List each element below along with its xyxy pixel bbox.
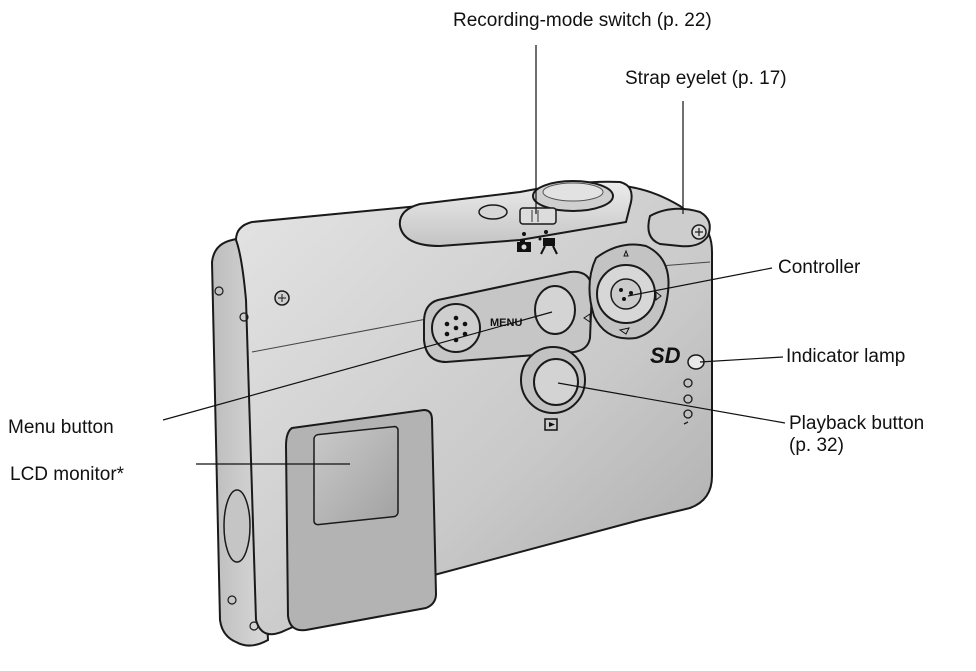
leader-line-menu [162, 311, 553, 421]
label-menu-button: Menu button [8, 417, 114, 438]
label-indicator-lamp: Indicator lamp [786, 346, 906, 367]
movie-camera-icon [538, 237, 558, 255]
playback-button [533, 358, 579, 406]
right-arrow-icon [655, 290, 662, 302]
vent-hole [683, 394, 693, 404]
leader-line-playback [557, 382, 786, 424]
label-playback-line1: Playback button [789, 413, 925, 434]
left-arrow-icon [583, 313, 591, 323]
label-recording-mode-switch: Recording-mode switch (p. 22) [453, 10, 712, 31]
label-strap-eyelet: Strap eyelet (p. 17) [625, 68, 787, 89]
vent-hole [683, 409, 693, 419]
label-controller: Controller [778, 257, 861, 278]
up-arrow-icon [623, 249, 629, 257]
sd-logo: SD [650, 343, 681, 368]
label-playback-line2: (p. 32) [789, 435, 844, 456]
leader-line-indicator [699, 356, 784, 363]
vent-hole [683, 378, 693, 388]
menu-marking: MENU [490, 317, 522, 329]
lcd-screen [313, 425, 399, 526]
down-arrow-icon [618, 327, 630, 335]
still-camera-icon [517, 239, 531, 252]
power-button [478, 204, 508, 220]
side-grip [223, 489, 251, 563]
play-icon [544, 418, 558, 431]
menu-button [534, 285, 576, 335]
label-lcd-monitor: LCD monitor* [10, 464, 125, 485]
leader-line-controller [627, 267, 773, 297]
label-playback-button: Playback button (p. 32) [789, 413, 924, 457]
